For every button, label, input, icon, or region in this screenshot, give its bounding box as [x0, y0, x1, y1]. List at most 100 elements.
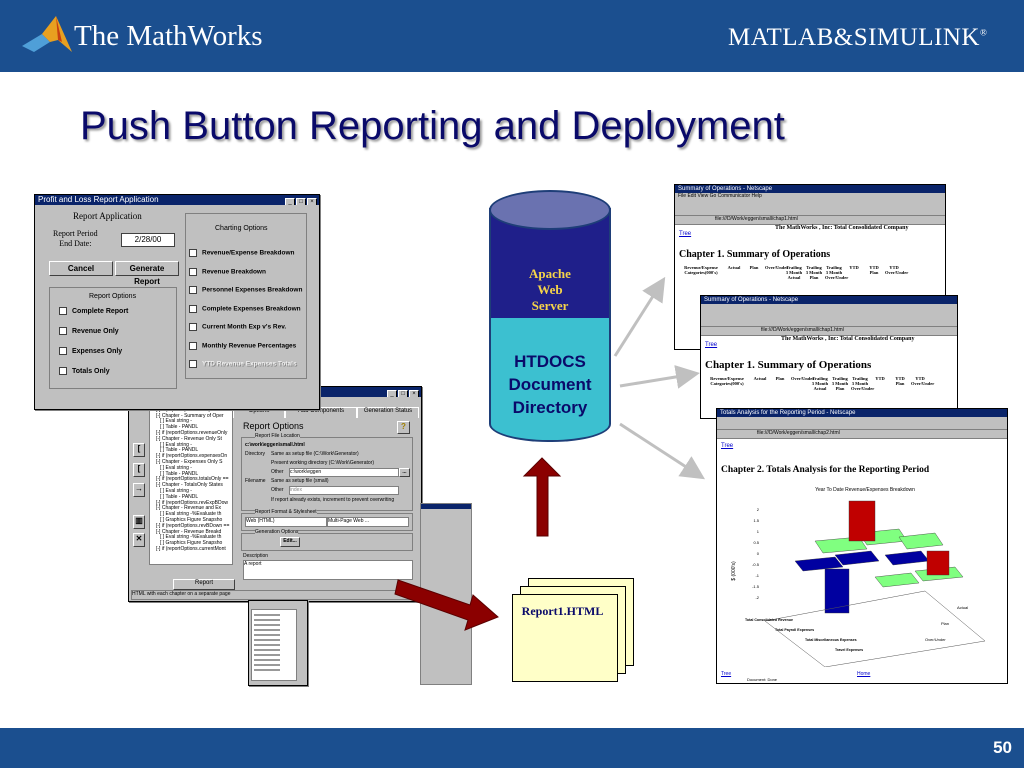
report-button[interactable]: Report: [173, 579, 235, 590]
location-url[interactable]: file:///D/Work/eggen/small/chap1.html: [761, 327, 844, 333]
series-label: Over/Under: [925, 637, 946, 642]
minimize-icon[interactable]: _: [387, 390, 397, 397]
move-up-button[interactable]: [: [133, 443, 145, 457]
tree-item[interactable]: [ ] Table - PANDL: [160, 493, 199, 500]
tree-link[interactable]: Tree: [705, 342, 718, 348]
minimize-icon[interactable]: _: [285, 198, 295, 205]
charting-option-0[interactable]: Revenue/Expense Breakdown: [189, 249, 302, 268]
location-url[interactable]: file:///D/Work/eggen/small/chap2.html: [757, 430, 840, 436]
tree-link[interactable]: Tree: [679, 231, 692, 237]
report-option-0[interactable]: Complete Report: [59, 307, 128, 327]
move-down-button[interactable]: [: [133, 463, 145, 477]
checkbox-icon[interactable]: [59, 367, 67, 375]
charting-option-6[interactable]: YTD Revenue Expenses Totals: [189, 360, 302, 379]
stylesheet-select[interactable]: Multi-Page Web ...: [327, 517, 409, 527]
dir-option-other[interactable]: Other: [271, 469, 284, 475]
cut-button[interactable]: ▥: [133, 515, 145, 529]
checkbox-icon[interactable]: [59, 347, 67, 355]
tree-item[interactable]: [-] Chapter - Revenue and Ex: [156, 505, 222, 512]
charting-options-group: [185, 213, 307, 379]
bottom-tree-link[interactable]: Tree: [721, 671, 732, 677]
cancel-button[interactable]: Cancel: [49, 261, 113, 276]
delete-button[interactable]: ✕: [133, 533, 145, 547]
checkbox-icon[interactable]: [189, 341, 197, 350]
location-bar[interactable]: file:///D/Work/eggen/small/chap1.html: [675, 216, 945, 225]
other-dir-input[interactable]: c:\work\eggen: [289, 468, 399, 477]
tree-item[interactable]: [-] Chapter - Summary of Oper: [156, 412, 224, 419]
checkbox-label: Monthly Revenue Percentages: [202, 342, 297, 350]
report-option-2[interactable]: Expenses Only: [59, 347, 128, 367]
generate-report-button[interactable]: Generate Report: [115, 261, 179, 286]
tree-item[interactable]: [ ] Table - PANDL: [160, 447, 199, 454]
browser-toolbar[interactable]: File Edit View Go Communicator Help: [675, 193, 945, 216]
file-list[interactable]: [251, 609, 297, 681]
tree-item[interactable]: [ ] Table - PANDL: [160, 424, 199, 431]
indent-button[interactable]: →: [133, 483, 145, 497]
report-option-1[interactable]: Revenue Only: [59, 327, 128, 347]
close-icon[interactable]: ×: [307, 198, 317, 205]
file-option-setup[interactable]: Same as setup file (small): [271, 478, 329, 484]
tree-item[interactable]: [ ] Eval string -: [160, 418, 192, 425]
report-option-3[interactable]: Totals Only: [59, 367, 128, 387]
maximize-icon[interactable]: □: [398, 390, 408, 397]
charting-option-3[interactable]: Complete Expenses Breakdown: [189, 304, 302, 324]
checkbox-icon[interactable]: [189, 267, 197, 276]
overwrite-checkbox[interactable]: If report already exists, increment to p…: [271, 497, 395, 503]
charting-option-4[interactable]: Current Month Exp v's Rev.: [189, 323, 302, 342]
tree-item[interactable]: [ ] Graphics Figure Snapsho: [160, 516, 223, 523]
checkbox-icon[interactable]: [189, 360, 197, 368]
checkbox-icon[interactable]: [189, 323, 197, 331]
tree-link[interactable]: Tree: [721, 443, 734, 449]
checkbox-icon[interactable]: [189, 249, 197, 257]
tree-item[interactable]: [-] if (reportOptions.currentMont: [156, 545, 226, 552]
charting-option-2[interactable]: Personnel Expenses Breakdown: [189, 286, 302, 305]
server-cap: [489, 190, 611, 230]
format-select[interactable]: Web (HTML): [245, 517, 327, 527]
checkbox-icon[interactable]: [59, 307, 67, 315]
edit-button[interactable]: Edit...: [280, 537, 300, 547]
tree-item[interactable]: [ ] Eval string -: [160, 487, 192, 494]
slide-title: Push Button Reporting and Deployment: [80, 104, 785, 148]
dir-option-pwd[interactable]: Present working directory (C:\Work\Gener…: [271, 460, 374, 466]
location-bar[interactable]: file:///D/Work/eggen/small/chap1.html: [701, 327, 957, 336]
tree-item[interactable]: [-] if (reportOptions.revenueOnly: [156, 429, 228, 436]
tree-item[interactable]: [-] Chapter - Revenue Only St: [156, 435, 222, 442]
tree-item[interactable]: [ ] Eval string -: [160, 441, 192, 448]
tree-item[interactable]: [ ] Eval string -: [160, 464, 192, 471]
dir-option-setup[interactable]: Same as setup file (C:\Work\Generator): [271, 451, 359, 457]
tree-item[interactable]: [ ] Eval string -%Evaluate th: [160, 534, 222, 541]
file-option-other[interactable]: Other: [271, 487, 284, 493]
tree-item[interactable]: [ ] Graphics Figure Snapsho: [160, 540, 223, 547]
tree-item[interactable]: [-] Chapter - Expenses Only S: [156, 458, 223, 465]
tree-item[interactable]: [-] Chapter - Revenue Breakd: [156, 528, 222, 535]
tab-generation-status[interactable]: Generation Status: [357, 407, 419, 418]
maximize-icon[interactable]: □: [296, 198, 306, 205]
tree-item[interactable]: [-] if (reportOptions.revExpBDow: [156, 499, 228, 506]
description-input[interactable]: A report: [243, 560, 413, 580]
tree-item[interactable]: [-] Chapter - TotalsOnly States: [156, 482, 223, 489]
tree-item[interactable]: [-] if (reportOptions.expensesOn: [156, 453, 228, 460]
browser-menu[interactable]: File Edit View Go Communicator Help: [678, 193, 762, 199]
bottom-home-link[interactable]: Home: [857, 671, 871, 677]
tree-item[interactable]: [-] if (reportOptions.totalsOnly ==: [156, 476, 229, 483]
checkbox-icon[interactable]: [59, 327, 67, 335]
checkbox-icon[interactable]: [189, 286, 197, 294]
tab-add-components[interactable]: Add Components: [285, 407, 357, 418]
company-heading: The MathWorks , Inc: Total Consolidated …: [781, 336, 915, 342]
browse-button[interactable]: ...: [399, 468, 410, 477]
location-url[interactable]: file:///D/Work/eggen/small/chap1.html: [715, 216, 798, 222]
other-file-input[interactable]: index: [289, 486, 399, 495]
location-bar[interactable]: file:///D/Work/eggen/small/chap2.html: [717, 430, 1007, 439]
charting-option-1[interactable]: Revenue Breakdown: [189, 267, 302, 287]
tree-item[interactable]: [-] if (reportOptions.revBDown ==: [156, 522, 230, 529]
tree-item[interactable]: [ ] Table - PANDL: [160, 470, 199, 477]
tree-item[interactable]: [ ] Eval string -%Evaluate th: [160, 511, 222, 518]
browser-toolbar[interactable]: [701, 304, 957, 327]
period-end-date-input[interactable]: 2/28/00: [121, 233, 175, 247]
charting-option-5[interactable]: Monthly Revenue Percentages: [189, 341, 302, 361]
close-icon[interactable]: ×: [409, 390, 419, 397]
help-icon[interactable]: ?: [397, 421, 410, 434]
y-tick-label: -1.5: [752, 584, 760, 589]
checkbox-icon[interactable]: [189, 304, 197, 313]
browser-toolbar[interactable]: [717, 417, 1007, 430]
